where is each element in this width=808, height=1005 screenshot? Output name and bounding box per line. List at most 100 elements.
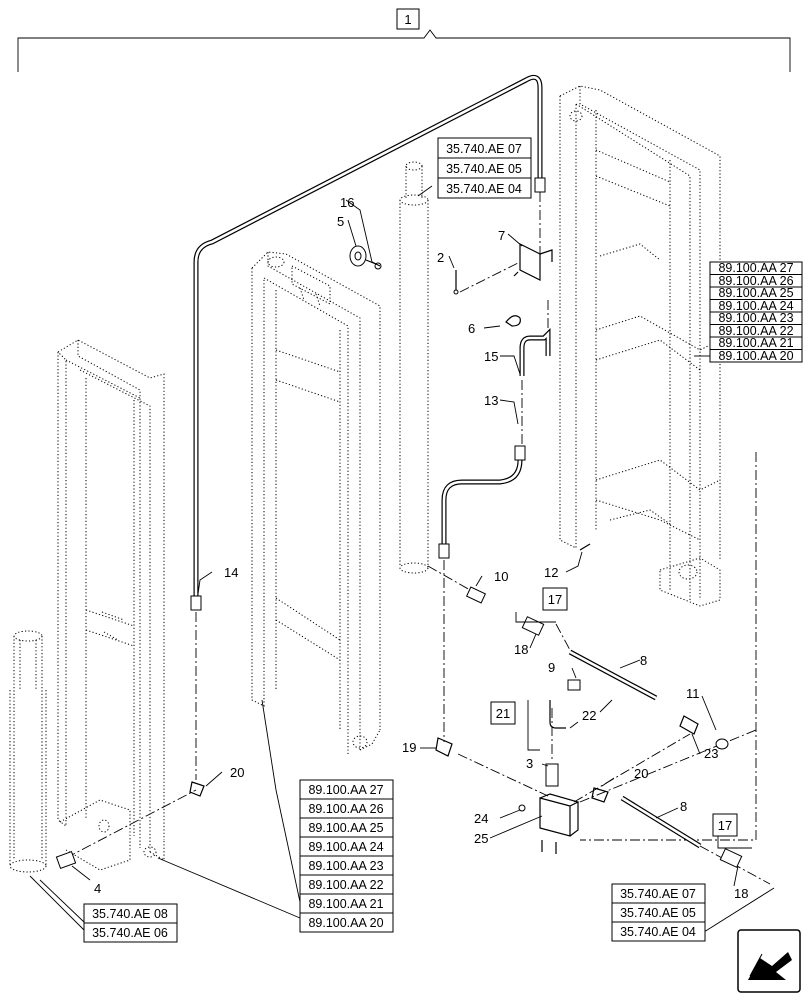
- ref-link[interactable]: 89.100.AA 25: [718, 286, 793, 300]
- ref-link[interactable]: 89.100.AA 22: [718, 324, 793, 338]
- callout-20-left: 20: [230, 765, 244, 780]
- ref-link[interactable]: 35.740.AE 07: [446, 142, 522, 156]
- hose-13: [438, 445, 526, 559]
- callout-20-right: 20: [634, 766, 648, 781]
- ref-link[interactable]: 89.100.AA 24: [308, 840, 383, 854]
- kit-17-upper: 17: [542, 587, 568, 611]
- kit-21: 21: [490, 701, 516, 725]
- ref-link[interactable]: 89.100.AA 26: [308, 802, 383, 816]
- ref-link[interactable]: 35.740.AE 07: [620, 887, 696, 901]
- ref-link[interactable]: 89.100.AA 23: [308, 859, 383, 873]
- callout-7: 7: [498, 228, 505, 243]
- ref-link[interactable]: 35.740.AE 06: [92, 926, 168, 940]
- part-20b-fitting: [591, 787, 609, 803]
- ref-link[interactable]: 35.740.AE 04: [620, 925, 696, 939]
- ref-link[interactable]: 89.100.AA 27: [308, 783, 383, 797]
- part-7-bracket: [513, 243, 553, 281]
- assembly-number-box: [396, 8, 420, 30]
- part-18b-fitting: [719, 848, 743, 868]
- callout-14: 14: [224, 565, 238, 580]
- ref-group-bottom-center[interactable]: 89.100.AA 27 89.100.AA 26 89.100.AA 25 8…: [299, 779, 394, 933]
- ref-link[interactable]: 89.100.AA 25: [308, 821, 383, 835]
- callout-2: 2: [437, 250, 444, 265]
- outer-mast-channel: [57, 339, 165, 871]
- callout-18-upper: 18: [514, 642, 528, 657]
- next-page-arrow-icon[interactable]: [737, 929, 801, 993]
- part-3-valve: [545, 763, 559, 787]
- part-12-bolt: [579, 543, 591, 551]
- ref-link[interactable]: 89.100.AA 21: [308, 897, 383, 911]
- ref-link[interactable]: 89.100.AA 27: [718, 261, 793, 275]
- leader-lines: [29, 185, 775, 933]
- hose-15: [519, 327, 551, 376]
- ref-link[interactable]: 89.100.AA 20: [308, 916, 383, 930]
- ref-link[interactable]: 89.100.AA 21: [718, 336, 793, 350]
- assembly-bracket: 1: [17, 8, 791, 72]
- callout-8-lower: 8: [680, 799, 687, 814]
- callout-10: 10: [494, 569, 508, 584]
- part-9-cap: [567, 679, 581, 691]
- ref-link[interactable]: 89.100.AA 23: [718, 311, 793, 325]
- callout-18-lower: 18: [734, 886, 748, 901]
- callout-4: 4: [94, 881, 101, 896]
- left-lift-cylinder: [9, 630, 47, 873]
- center-lift-cylinder: [399, 161, 429, 574]
- ref-link[interactable]: 89.100.AA 22: [308, 878, 383, 892]
- callout-9: 9: [548, 660, 555, 675]
- callout-numbers: 16 5 2 7 6 15 13 14 12 10 8 18 9 11 22 2…: [94, 195, 748, 901]
- svg-text:17: 17: [548, 592, 562, 607]
- part-2-bolt: [453, 270, 459, 295]
- ref-link[interactable]: 89.100.AA 26: [718, 274, 793, 288]
- callout-23: 23: [704, 746, 718, 761]
- callout-13: 13: [484, 393, 498, 408]
- ref-group-bottom-right[interactable]: 35.740.AE 07 35.740.AE 05 35.740.AE 04: [611, 883, 706, 942]
- ref-link[interactable]: 35.740.AE 05: [446, 162, 522, 176]
- svg-text:21: 21: [496, 706, 510, 721]
- ref-group-top-center[interactable]: 35.740.AE 07 35.740.AE 05 35.740.AE 04: [437, 137, 532, 199]
- callout-8-upper: 8: [640, 653, 647, 668]
- inner-mast-channel: [251, 251, 381, 756]
- callout-19: 19: [402, 740, 416, 755]
- callout-16: 16: [340, 195, 354, 210]
- part-20-fitting: [189, 781, 205, 797]
- callout-3: 3: [526, 756, 533, 771]
- part-19-tee: [435, 737, 453, 757]
- mounting-reference-outline: [579, 452, 757, 841]
- assembly-centerlines: [65, 192, 771, 885]
- part-23-tee: [679, 715, 699, 735]
- hose-8-upper: [568, 649, 658, 701]
- pipe-14: [190, 74, 546, 611]
- ref-group-bottom-left[interactable]: 35.740.AE 08 35.740.AE 06: [83, 903, 178, 943]
- ref-group-right[interactable]: 89.100.AA 27 89.100.AA 26 89.100.AA 25 8…: [709, 261, 803, 363]
- rear-mast-section: [559, 85, 721, 607]
- svg-text:17: 17: [718, 818, 732, 833]
- ref-link[interactable]: 35.740.AE 08: [92, 907, 168, 921]
- callout-12: 12: [544, 565, 558, 580]
- part-22-elbow: [549, 700, 566, 729]
- ref-link[interactable]: 35.740.AE 04: [446, 182, 522, 196]
- callout-24: 24: [474, 811, 488, 826]
- kit-17-lower: 17: [712, 813, 738, 837]
- part-4-fitting: [55, 850, 77, 870]
- assembly-number: 1: [404, 12, 411, 27]
- ref-link[interactable]: 89.100.AA 20: [718, 349, 793, 363]
- callout-25: 25: [474, 831, 488, 846]
- callout-5: 5: [337, 214, 344, 229]
- callout-15: 15: [484, 349, 498, 364]
- part-5-pulley: [349, 245, 382, 270]
- callout-11: 11: [686, 686, 700, 701]
- callout-22: 22: [582, 708, 596, 723]
- part-10-fitting: [465, 586, 487, 604]
- callout-6: 6: [468, 321, 475, 336]
- part-16-screw: [371, 261, 381, 267]
- ref-link[interactable]: 35.740.AE 05: [620, 906, 696, 920]
- part-11-cap: [715, 738, 729, 750]
- hose-8-lower: [620, 795, 702, 849]
- part-6-clamp: [505, 315, 521, 327]
- part-24-screw: [518, 804, 526, 812]
- part-25-valve-block: [539, 793, 580, 854]
- ref-link[interactable]: 89.100.AA 24: [718, 299, 793, 313]
- part-18-fitting: [521, 616, 545, 636]
